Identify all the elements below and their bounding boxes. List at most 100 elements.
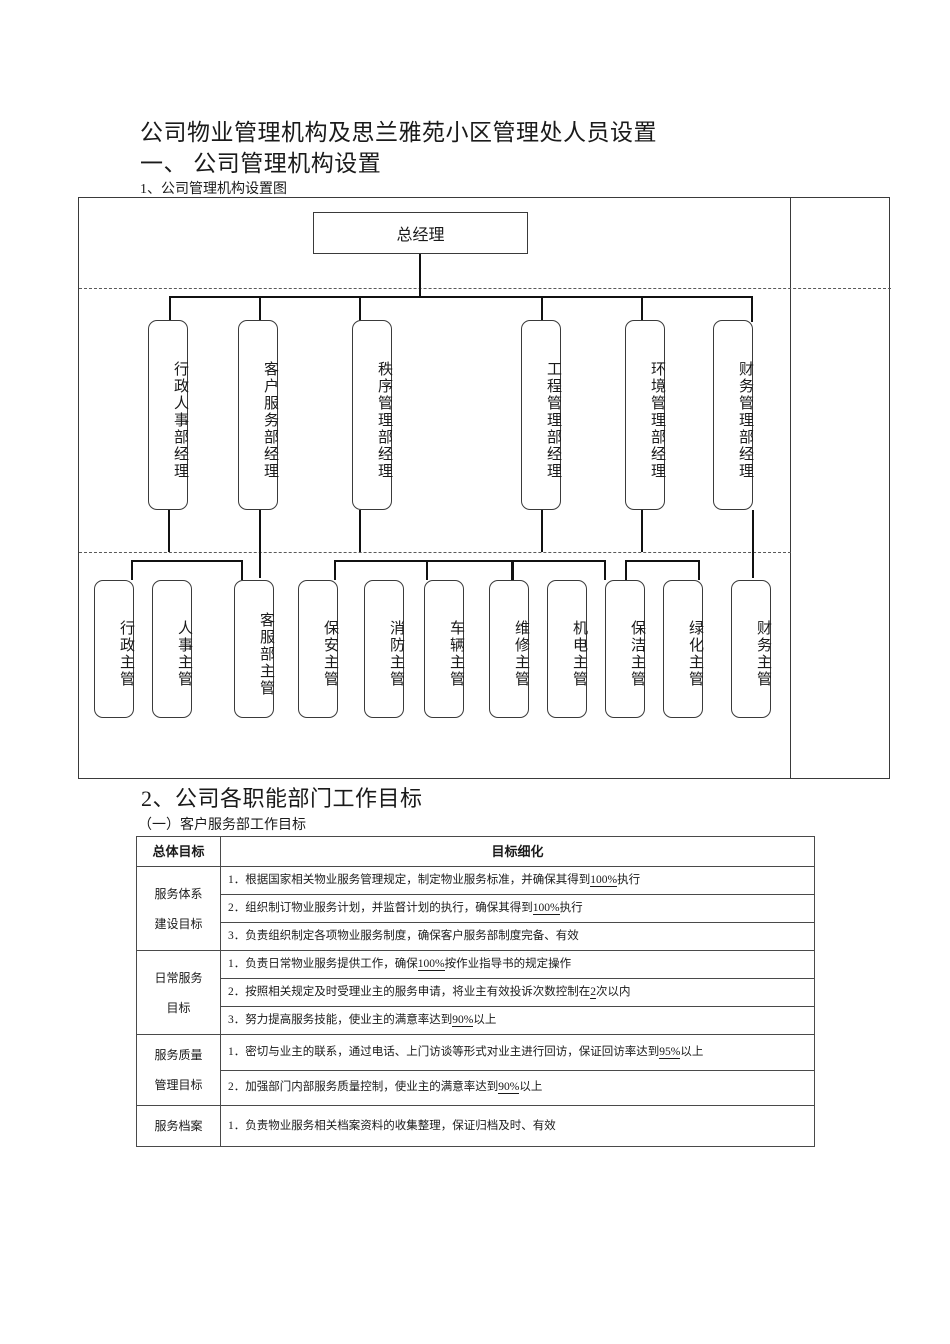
org-node-supervisor-7: 维修主管	[489, 580, 529, 718]
org-node-label: 客户服务部经理	[262, 360, 278, 480]
org-node-label: 工程管理部经理	[545, 360, 561, 480]
org-node-supervisor-5: 消防主管	[364, 580, 404, 718]
connector-sup-bus-admin	[131, 560, 243, 562]
connector-spacer-f	[505, 560, 506, 562]
connector-sup-stem-4	[334, 560, 336, 580]
org-node-supervisor-10: 绿化主管	[663, 580, 703, 718]
connector-sup-stem-6	[512, 560, 514, 580]
section-2-sub-heading: （一）客户服务部工作目标	[138, 818, 306, 833]
table-header-row: 总体目标 目标细化	[136, 836, 815, 867]
table-cell-goal: 1．根据国家相关物业服务管理规定，制定物业服务标准，并确保其得到100%执行	[220, 866, 815, 895]
connector-dept-down-5	[641, 510, 643, 552]
group-label-line-1: 服务质量	[154, 1048, 203, 1062]
group-label-line-2: 管理目标	[154, 1078, 203, 1092]
org-node-label: 秩序管理部经理	[376, 360, 392, 480]
org-node-department-6: 财务管理部经理	[713, 320, 753, 510]
org-chart-dashed-line-upper	[79, 288, 891, 289]
org-node-supervisor-9: 保洁主管	[605, 580, 645, 718]
org-chart-dashed-line-lower	[79, 552, 791, 553]
group-label-line-2: 目标	[166, 1000, 191, 1015]
connector-dept-stem-6	[751, 296, 753, 322]
connector-sup-stem-5	[426, 560, 428, 580]
connector-dept-stem-2	[259, 296, 261, 322]
org-node-supervisor-2: 人事主管	[152, 580, 192, 718]
table-cell-goal: 3．努力提高服务技能，使业主的满意率达到90%以上	[220, 1006, 815, 1035]
org-chart-vertical-divider	[790, 198, 791, 778]
table-cell-goal: 2．组织制订物业服务计划，并监督计划的执行，确保其得到100%执行	[220, 894, 815, 923]
table-cell-goal: 2．加强部门内部服务质量控制，使业主的满意率达到90%以上	[220, 1069, 815, 1106]
group-label-line-2: 建设目标	[154, 916, 203, 931]
connector-spacer-c	[509, 560, 510, 562]
table-row: 服务档案 1．负责物业服务相关档案资料的收集整理，保证归档及时、有效	[136, 1105, 815, 1147]
connector-dept-down-6	[752, 510, 754, 578]
customer-service-goals-table: 总体目标 目标细化 服务体系 建设目标 1．根据国家相关物业服务管理规定，制定物…	[136, 836, 815, 1147]
org-node-department-2: 客户服务部经理	[238, 320, 278, 510]
org-node-label: 车辆主管	[448, 620, 464, 688]
org-node-supervisor-3: 客服部主管	[234, 580, 274, 718]
org-node-supervisor-6: 车辆主管	[424, 580, 464, 718]
connector-sup-bus-engineering	[511, 560, 606, 562]
org-node-general-manager: 总经理	[313, 212, 528, 254]
table-row: 服务体系 建设目标 1．根据国家相关物业服务管理规定，制定物业服务标准，并确保其…	[136, 866, 815, 951]
table-cell-goal: 1．密切与业主的联系，通过电话、上门访谈等形式对业主进行回访，保证回访率达到95…	[220, 1034, 815, 1071]
org-node-supervisor-11: 财务主管	[731, 580, 771, 718]
table-group-label-2: 日常服务 目标	[136, 950, 221, 1035]
org-node-label: 机电主管	[571, 620, 587, 688]
org-node-label: 保洁主管	[629, 620, 645, 688]
org-node-department-3: 秩序管理部经理	[352, 320, 392, 510]
connector-spacer-e	[510, 560, 511, 562]
table-row: 3．负责组织制定各项物业服务制度，确保客户服务部制度完备、有效	[137, 922, 815, 951]
org-node-department-5: 环境管理部经理	[625, 320, 665, 510]
org-node-department-1: 行政人事部经理	[148, 320, 188, 510]
table-header-overall-goal: 总体目标	[136, 836, 221, 867]
table-row: 2．按照相关规定及时受理业主的服务申请，将业主有效投诉次数控制在2次以内	[137, 978, 815, 1007]
connector-dept-stem-5	[641, 296, 643, 322]
org-node-label: 维修主管	[513, 620, 529, 688]
org-node-department-4: 工程管理部经理	[521, 320, 561, 510]
connector-dept-down-2	[259, 510, 261, 578]
table-row: 2．加强部门内部服务质量控制，使业主的满意率达到90%以上	[137, 1069, 815, 1106]
table-row: 2．组织制订物业服务计划，并监督计划的执行，确保其得到100%执行	[137, 894, 815, 923]
connector-sup-stem-9	[625, 560, 627, 580]
org-node-label: 行政人事部经理	[172, 360, 188, 480]
table-group-label-1: 服务体系 建设目标	[136, 866, 221, 951]
connector-sup-stem-1	[131, 560, 133, 580]
table-row: 日常服务 目标 1．负责日常物业服务提供工作，确保100%按作业指导书的规定操作	[136, 950, 815, 1035]
connector-sup-stem-7	[511, 560, 513, 580]
table-row: 服务质量 管理目标 1．密切与业主的联系，通过电话、上门访谈等形式对业主进行回访…	[136, 1034, 815, 1106]
connector-sup-stem-2	[241, 560, 243, 580]
connector-sup-bus-order	[334, 560, 514, 562]
connector-spacer-d	[508, 560, 509, 562]
connector-sup-stem-10	[698, 560, 700, 580]
org-node-label: 总经理	[396, 227, 445, 244]
connector-dept-stem-3	[359, 296, 361, 322]
connector-sup-stem-8	[604, 560, 606, 580]
page-title: 公司物业管理机构及思兰雅苑小区管理处人员设置	[140, 120, 657, 145]
org-node-label: 绿化主管	[687, 620, 703, 688]
org-node-label: 人事主管	[176, 620, 192, 688]
table-row: 3．努力提高服务技能，使业主的满意率达到90%以上	[137, 1006, 815, 1035]
group-label-line-1: 服务体系	[154, 886, 203, 901]
section-1-heading: 一、 公司管理机构设置	[140, 151, 382, 176]
section-2-heading: 2、公司各职能部门工作目标	[141, 786, 423, 811]
org-node-label: 行政主管	[118, 620, 134, 688]
group-label-line-1: 日常服务	[154, 970, 203, 985]
org-node-label: 消防主管	[388, 620, 404, 688]
table-cell-goal: 2．按照相关规定及时受理业主的服务申请，将业主有效投诉次数控制在2次以内	[220, 978, 815, 1007]
org-node-label: 财务主管	[755, 620, 771, 688]
group-label-line-1: 服务档案	[154, 1119, 203, 1133]
table-group-label-4: 服务档案	[136, 1105, 221, 1147]
table-header-goal-detail: 目标细化	[220, 836, 815, 867]
org-node-label: 客服部主管	[258, 611, 274, 697]
org-node-supervisor-8: 机电主管	[547, 580, 587, 718]
org-node-label: 保安主管	[322, 620, 338, 688]
table-cell-goal: 1．负责物业服务相关档案资料的收集整理，保证归档及时、有效	[220, 1105, 815, 1147]
connector-dept-stem-4	[541, 296, 543, 322]
connector-top-stem	[419, 254, 421, 297]
org-node-supervisor-1: 行政主管	[94, 580, 134, 718]
connector-sup-bus-environment	[625, 560, 700, 562]
table-group-label-3: 服务质量 管理目标	[136, 1034, 221, 1106]
table-cell-goal: 1．负责日常物业服务提供工作，确保100%按作业指导书的规定操作	[220, 950, 815, 979]
connector-dept-down-1	[168, 510, 170, 552]
